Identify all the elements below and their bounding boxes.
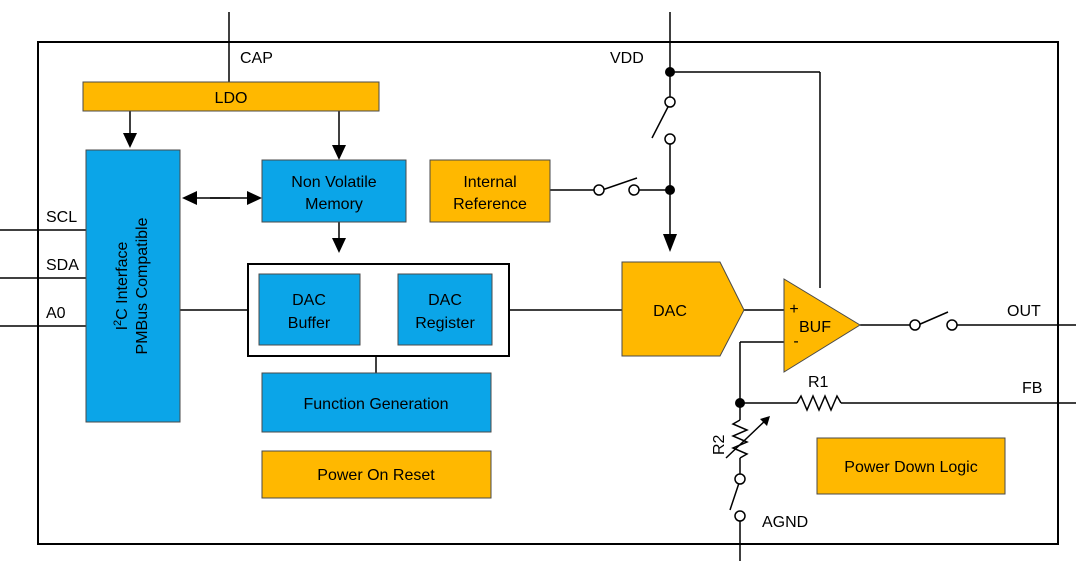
nvm-block (261, 159, 407, 223)
function-generation-block (261, 372, 492, 433)
ref-label-line2: Reference (453, 196, 527, 213)
power-on-reset-block (261, 450, 492, 499)
power-on-reset-label: Power On Reset (317, 467, 435, 484)
i2c-interface-block (85, 149, 181, 423)
pin-cap-label: CAP (240, 50, 273, 67)
nvm-label-line2: Memory (305, 196, 363, 213)
r2-label-group: R2 (711, 434, 728, 455)
chip-outline (37, 41, 1059, 545)
ref-label-line1: Internal (463, 174, 516, 191)
buf-label: BUF (799, 319, 831, 336)
ldo-label: LDO (215, 90, 248, 107)
wires (0, 12, 1076, 561)
buf-minus-label: - (793, 333, 798, 350)
i2c-label-group: I2C Interface PMBus Compatible (112, 217, 151, 354)
pin-vdd-label: VDD (610, 50, 644, 67)
pin-scl-label: SCL (46, 209, 77, 226)
pin-a0-label: A0 (46, 305, 66, 322)
dac-register-line2: Register (415, 315, 475, 332)
pin-sda-label: SDA (46, 257, 79, 274)
r1-label: R1 (808, 374, 829, 391)
dac-label: DAC (653, 303, 687, 320)
pin-out-label: OUT (1007, 303, 1041, 320)
r2-label: R2 (711, 434, 728, 455)
buf-amplifier (783, 278, 861, 373)
power-down-logic-block (816, 437, 1006, 495)
function-generation-label: Function Generation (304, 396, 449, 413)
switch-terminals (593, 96, 958, 522)
dac-register-line1: DAC (428, 292, 462, 309)
ldo-block (82, 81, 380, 112)
dac-register-block (397, 273, 493, 346)
internal-reference-block (429, 159, 551, 223)
i2c-label-line1: I2C Interface (112, 241, 131, 330)
pin-fb-label: FB (1022, 380, 1042, 397)
dac-buffer-line1: DAC (292, 292, 326, 309)
dac-buffer-block (258, 273, 361, 346)
dac-block (621, 261, 745, 357)
buf-plus-label: + (789, 301, 798, 318)
junctions (665, 67, 745, 408)
i2c-label-line2: PMBus Compatible (134, 217, 151, 354)
dac-buffer-line2: Buffer (288, 315, 331, 332)
pin-agnd-label: AGND (762, 514, 808, 531)
power-down-logic-label: Power Down Logic (844, 459, 977, 476)
nvm-label-line1: Non Volatile (291, 174, 376, 191)
